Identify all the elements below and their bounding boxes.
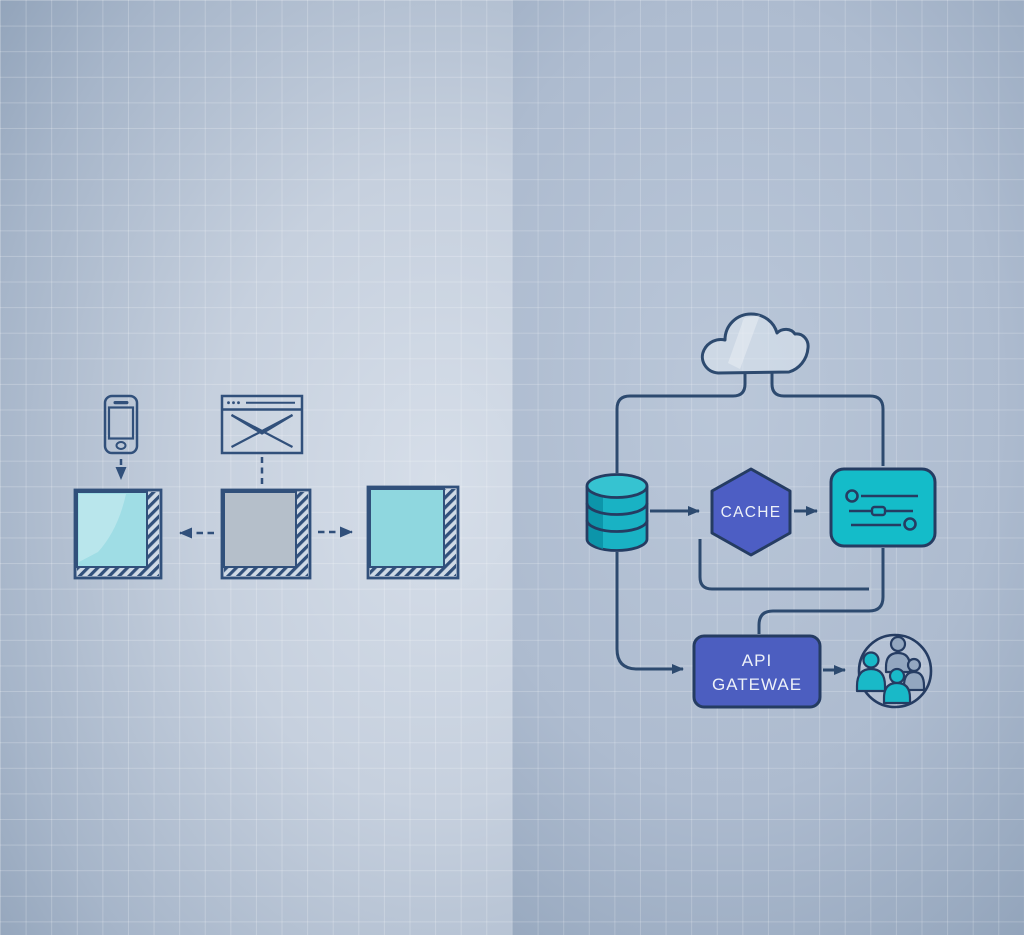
connector-cloud-to-database <box>615 373 747 473</box>
connector-cloud-to-panel <box>770 373 885 466</box>
api-gateway-label-line2: GATEWAE <box>712 675 802 694</box>
cache-hexagon: CACHE <box>710 467 792 557</box>
left-sketch-diagram <box>73 394 460 580</box>
cache-label: CACHE <box>721 504 782 521</box>
settings-panel <box>829 467 937 548</box>
api-gateway-label-line1: API <box>742 651 772 670</box>
sketch-box-2 <box>220 488 312 580</box>
users-icon <box>855 633 933 709</box>
sketch-box-3 <box>366 485 460 580</box>
api-gateway-box: API GATEWAE <box>692 634 822 709</box>
smartphone-icon <box>103 394 139 455</box>
left-panel-background <box>0 0 512 935</box>
connector-cache-down <box>698 539 869 591</box>
person-teal-left <box>855 651 887 693</box>
person-gray-right <box>902 657 926 692</box>
sketch-box-1 <box>73 488 163 580</box>
sliders-icon <box>845 489 918 531</box>
right-panel-background <box>512 0 1024 935</box>
cloud-icon <box>700 312 810 375</box>
connector-panel-to-api <box>757 548 885 634</box>
person-teal-bottom <box>882 667 912 705</box>
database-icon <box>585 473 649 552</box>
browser-envelope-icon <box>220 394 304 455</box>
connector-database-to-api <box>615 552 684 674</box>
right-architecture-diagram: CACHE API GATEWAE <box>585 312 937 709</box>
